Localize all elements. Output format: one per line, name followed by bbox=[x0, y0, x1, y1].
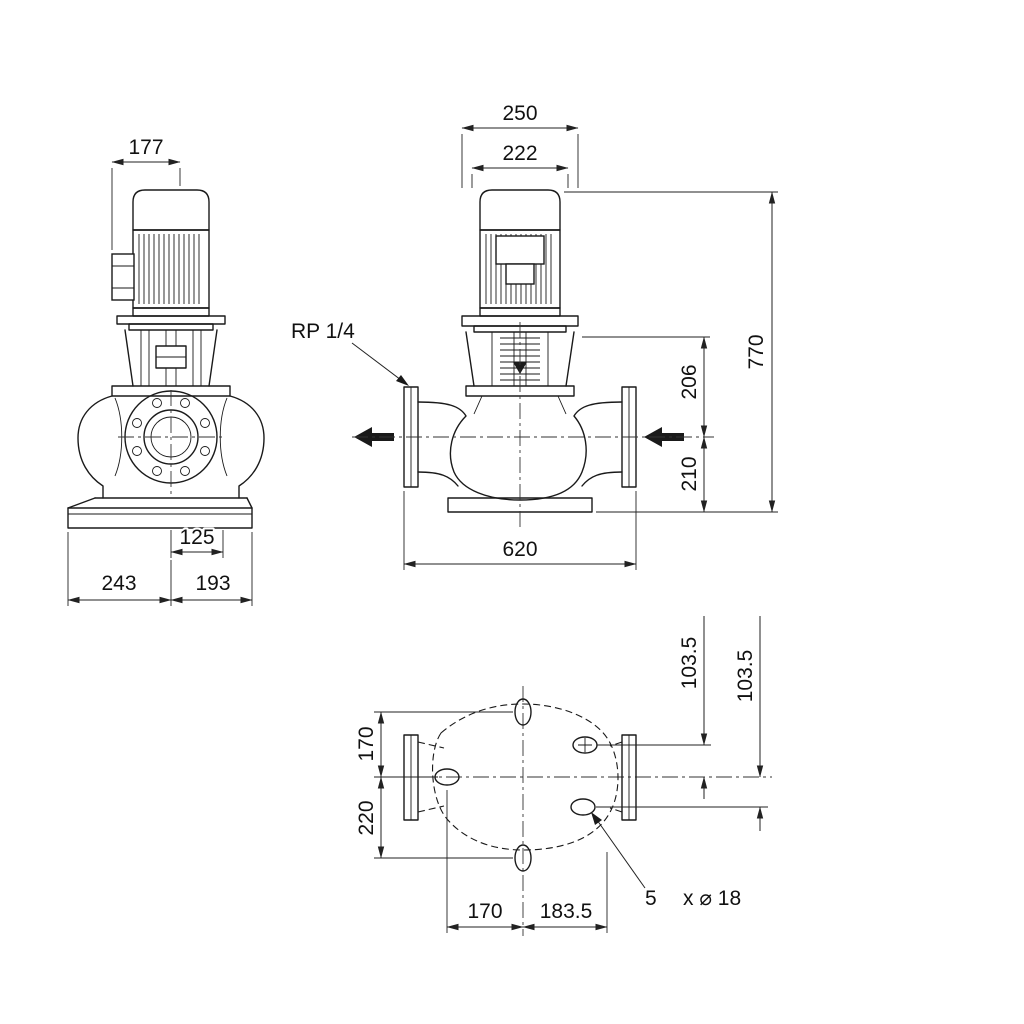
dim-label-770: 770 bbox=[745, 334, 768, 369]
dim-bottom-hole: 220 bbox=[353, 776, 513, 859]
dim-label-250: 250 bbox=[502, 102, 537, 125]
vent-plug-marker bbox=[513, 362, 527, 374]
front-view: 177 125 243 193 bbox=[67, 134, 265, 606]
dim-base: 243 193 bbox=[67, 532, 253, 606]
dim-right-hole-below: 103.5 bbox=[596, 616, 768, 831]
connector-box bbox=[505, 263, 535, 285]
dim-stool-to-center: 206 bbox=[582, 336, 710, 438]
flange-bolt-holes bbox=[132, 398, 210, 476]
dim-label-193: 193 bbox=[195, 572, 230, 595]
top-centerlines bbox=[392, 686, 772, 936]
terminal-box bbox=[495, 235, 545, 265]
front-centerlines bbox=[118, 390, 224, 495]
hole-bottom bbox=[514, 844, 532, 872]
leader-arrow bbox=[591, 812, 602, 825]
top-outline bbox=[403, 703, 637, 851]
dim-label-170-top: 170 bbox=[355, 726, 378, 761]
front-lantern bbox=[124, 329, 218, 387]
dim-label-220: 220 bbox=[355, 800, 378, 835]
dim-label-103-5-b: 103.5 bbox=[734, 650, 757, 703]
dim-label-210: 210 bbox=[678, 456, 701, 491]
dim-motor-width: 177 bbox=[111, 134, 181, 250]
side-view: 250 222 770 206 210 620 bbox=[289, 100, 778, 570]
dim-total-height: 770 bbox=[564, 191, 778, 513]
dim-label-222: 222 bbox=[502, 142, 537, 165]
dim-right-hole-above: 103.5 bbox=[597, 616, 711, 799]
side-motor bbox=[461, 189, 579, 333]
dim-label-177: 177 bbox=[128, 136, 163, 159]
terminal-box bbox=[111, 253, 135, 301]
dim-label-620: 620 bbox=[502, 538, 537, 561]
dim-center-offset: 125 bbox=[170, 524, 224, 558]
tapping-label: RP 1/4 bbox=[291, 320, 355, 343]
front-motor bbox=[111, 189, 226, 331]
side-lantern bbox=[465, 331, 575, 387]
top-view: 170 220 103.5 103.5 170 183.5 bbox=[353, 616, 772, 936]
dim-label-170-bottom: 170 bbox=[467, 900, 502, 923]
foot-holes bbox=[434, 698, 598, 872]
front-base bbox=[67, 497, 253, 529]
dim-label-103-5-a: 103.5 bbox=[678, 637, 701, 690]
dim-stool-width: 250 bbox=[461, 100, 579, 188]
dim-top-hole: 170 bbox=[353, 711, 513, 778]
dim-label-183-5: 183.5 bbox=[540, 900, 593, 923]
dim-side-motor-width: 222 bbox=[471, 140, 569, 188]
leader-arrow bbox=[396, 375, 409, 386]
motor-fins bbox=[138, 234, 200, 304]
dim-port-to-port: 620 bbox=[403, 491, 637, 570]
hole-top bbox=[514, 698, 532, 726]
dim-bottom-row: 170 183.5 bbox=[446, 790, 608, 933]
dim-center-to-base: 210 bbox=[676, 436, 708, 513]
dim-label-243: 243 bbox=[101, 572, 136, 595]
side-centerlines bbox=[352, 322, 714, 530]
dim-label-206: 206 bbox=[678, 364, 701, 399]
bolt-count-label: 5 bbox=[645, 887, 657, 910]
tapping-callout: RP 1/4 bbox=[289, 318, 409, 386]
hole-right-lower bbox=[570, 798, 596, 816]
bolt-spec-label: x ⌀ 18 bbox=[683, 887, 741, 910]
dim-label-125: 125 bbox=[179, 526, 214, 549]
bolt-hole-callout: 5 x ⌀ 18 bbox=[591, 812, 743, 912]
